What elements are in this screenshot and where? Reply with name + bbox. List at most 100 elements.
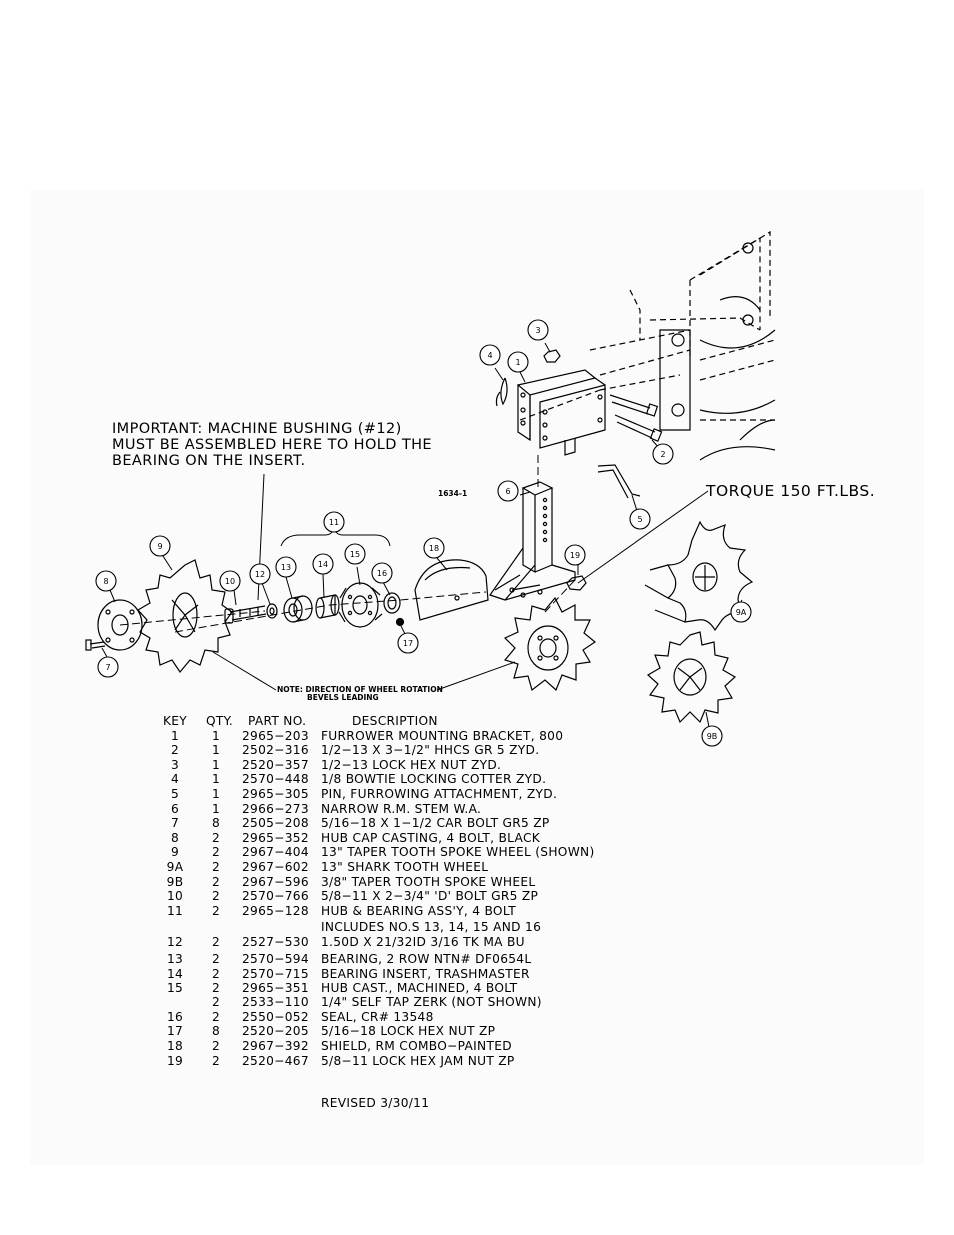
header-description: DESCRIPTION	[352, 714, 438, 728]
part-description: INCLUDES NO.S 13, 14, 15 AND 16	[321, 919, 542, 934]
part-description: 1.50D X 21/32ID 3/16 TK MA BU	[321, 935, 525, 950]
shield	[414, 559, 489, 621]
part-qty: 8	[211, 1024, 221, 1039]
balloon-12: 12	[249, 563, 271, 585]
part-description: 5/16−18 LOCK HEX NUT ZP	[321, 1024, 496, 1039]
balloon-13: 13	[275, 556, 297, 578]
balloon-8-label: 8	[103, 577, 108, 586]
assembly-centerline	[119, 455, 576, 633]
balloon-9-label: 9	[157, 542, 162, 551]
part-description: SHIELD, RM COMBO−PAINTED	[321, 1039, 512, 1054]
part-number: 2520−357	[242, 757, 309, 772]
part-number: 2965−305	[242, 786, 309, 801]
revised-date: REVISED 3/30/11	[321, 1096, 430, 1110]
hhcs-bolts	[609, 394, 663, 442]
balloon-11-label: 11	[329, 518, 339, 527]
balloon-17-label: 17	[403, 639, 413, 648]
balloon-5-label: 5	[637, 515, 642, 524]
part-key: 8	[170, 830, 180, 845]
carriage-bolt	[89, 641, 106, 649]
part-qty: 2	[211, 845, 221, 860]
part-number: 2527−530	[242, 935, 309, 950]
balloon-19: 19	[564, 544, 586, 566]
balloon-14-label: 14	[318, 560, 328, 569]
part-key: 15	[166, 980, 184, 995]
note-line: BEARING ON THE INSERT.	[112, 453, 306, 469]
balloon-4-label: 4	[487, 351, 492, 360]
part-description: SEAL, CR# 13548	[321, 1009, 434, 1024]
part-qty: 2	[211, 903, 221, 918]
part-number: 2966−273	[242, 801, 309, 816]
part-qty: 2	[211, 967, 221, 982]
part-number: 2533−110	[242, 995, 309, 1010]
part-key: 13	[166, 951, 184, 966]
part-key: 17	[166, 1024, 184, 1039]
balloon-9b: 9B	[701, 725, 723, 747]
part-description: 1/4" SELF TAP ZERK (NOT SHOWN)	[321, 995, 542, 1010]
balloon-3-label: 3	[535, 326, 540, 335]
part-key: 3	[170, 757, 180, 772]
part-description: BEARING, 2 ROW NTN# DF0654L	[321, 951, 532, 966]
part-number: 2967−404	[242, 845, 309, 860]
balloon-3: 3	[527, 319, 549, 341]
rotation-note: NOTE: DIRECTION OF WHEEL ROTATION BEVELS…	[277, 686, 443, 702]
part-key: 2	[170, 743, 180, 758]
balloon-7: 7	[97, 656, 119, 678]
balloon-18: 18	[423, 537, 445, 559]
part-qty: 2	[211, 859, 221, 874]
part-number: 2570−766	[242, 889, 309, 904]
furrower-mounting-bracket	[516, 369, 606, 456]
part-qty: 1	[211, 772, 221, 787]
part-qty: 2	[211, 995, 221, 1010]
part-key: 7	[170, 816, 180, 831]
taper-tooth-spoke-wheel-9	[137, 559, 233, 674]
part-description: 1/2−13 LOCK HEX NUT ZYD.	[321, 757, 502, 772]
part-number: 2967−602	[242, 859, 309, 874]
part-number: 2965−203	[242, 728, 309, 743]
part-number: 2965−351	[242, 980, 309, 995]
part-number: 2502−316	[242, 743, 309, 758]
part-qty: 8	[211, 816, 221, 831]
part-key: 6	[170, 801, 180, 816]
balloon-12-label: 12	[255, 570, 265, 579]
part-key: 12	[166, 935, 184, 950]
balloon-8: 8	[95, 570, 117, 592]
leader-lines	[101, 342, 743, 728]
part-qty: 1	[211, 728, 221, 743]
balloon-6: 6	[497, 480, 519, 502]
part-number: 2520−205	[242, 1024, 309, 1039]
balloon-16: 16	[371, 562, 393, 584]
part-number: 2570−594	[242, 951, 309, 966]
part-key: 16	[166, 1009, 184, 1024]
part-description: PIN, FURROWING ATTACHMENT, ZYD.	[321, 786, 558, 801]
balloon-13-label: 13	[281, 563, 291, 572]
hub-casting	[338, 582, 383, 628]
balloon-17: 17	[397, 632, 419, 654]
balloon-11: 11	[323, 511, 345, 533]
part-key: 14	[166, 967, 184, 982]
part-number: 2965−128	[242, 903, 309, 918]
balloon-4: 4	[479, 344, 501, 366]
balloon-6-label: 6	[505, 487, 510, 496]
part-qty: 1	[211, 786, 221, 801]
narrow-stem	[489, 481, 576, 601]
balloon-10: 10	[219, 570, 241, 592]
part-qty: 2	[211, 1053, 221, 1068]
part-key: 10	[166, 889, 184, 904]
drawing-number: 1634-1	[438, 489, 468, 498]
part-qty: 2	[211, 951, 221, 966]
part-description: 1/2−13 X 3−1/2" HHCS GR 5 ZYD.	[321, 743, 540, 758]
balloon-15-label: 15	[350, 550, 360, 559]
part-number: 2570−448	[242, 772, 309, 787]
note-line: IMPORTANT: MACHINE BUSHING (#12)	[112, 421, 402, 437]
jam-nut	[566, 575, 587, 591]
furrowing-pin	[597, 464, 641, 499]
part-qty: 1	[211, 757, 221, 772]
part-number: 2965−352	[242, 830, 309, 845]
part-key: 9A	[166, 859, 184, 874]
balloon-9: 9	[149, 535, 171, 557]
part-qty: 1	[211, 801, 221, 816]
machine-bushing	[266, 603, 278, 619]
part-qty: 2	[211, 1039, 221, 1054]
